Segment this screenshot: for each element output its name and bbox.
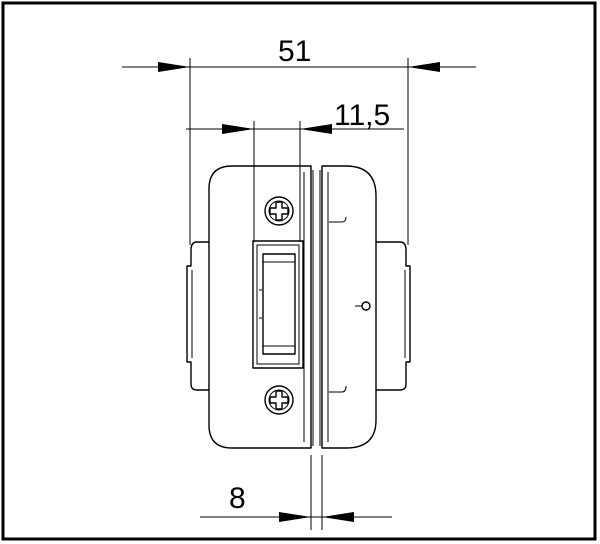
- dimension-offset: 11,5: [186, 99, 404, 242]
- strike-slot: [252, 240, 304, 369]
- screw-bottom-icon: [264, 385, 294, 415]
- glass-gap: [312, 170, 321, 446]
- left-plate: [186, 165, 312, 449]
- dimension-label-51: 51: [278, 35, 311, 68]
- screw-top-icon: [264, 196, 294, 226]
- right-clamp: [321, 165, 411, 449]
- dimension-label-11-5: 11,5: [334, 99, 390, 132]
- dimension-overall-width: 51: [122, 35, 476, 245]
- dimension-label-8: 8: [229, 482, 246, 515]
- dimension-gap: 8: [200, 455, 392, 530]
